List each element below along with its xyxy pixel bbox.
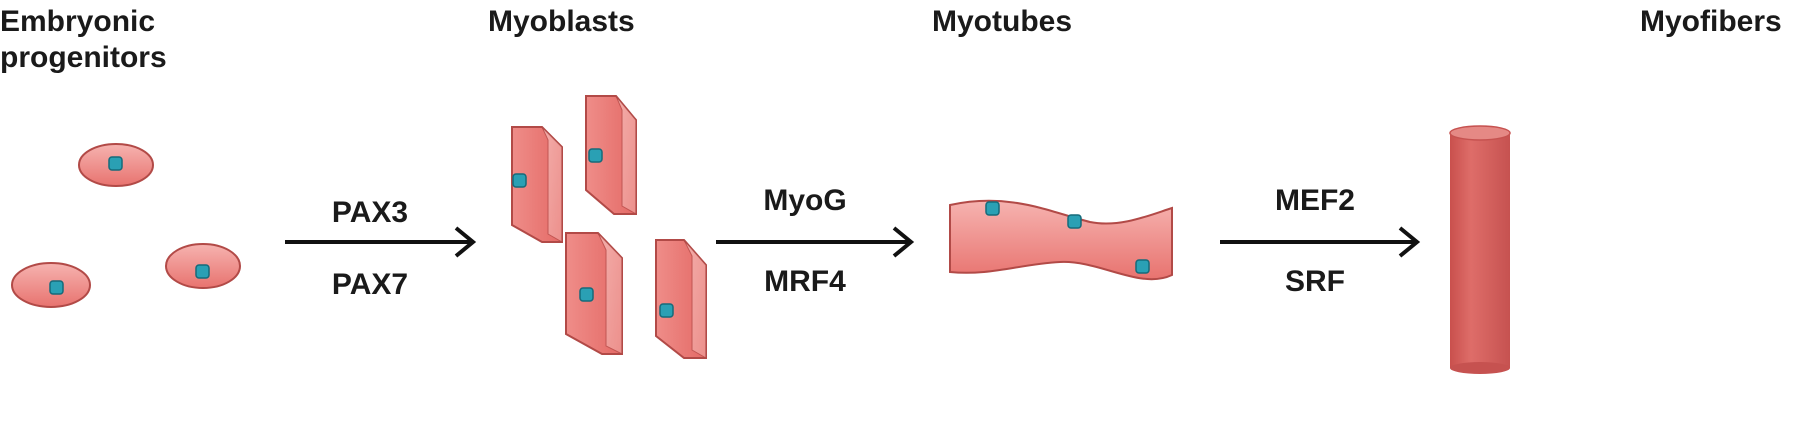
factor-mrf4: MRF4: [764, 265, 846, 298]
stage-label-myotubes: Myotubes: [932, 5, 1073, 38]
nucleus: [108, 156, 123, 171]
progenitor-cell: [11, 262, 91, 308]
factor-pax7: PAX7: [331, 268, 409, 301]
nucleus: [512, 173, 527, 188]
stage-label-progenitors-line1: Embryonic: [0, 5, 156, 38]
stage-label-myoblasts: Myoblasts: [488, 5, 635, 38]
factor-myog: MyoG: [763, 184, 847, 217]
progenitor-cell: [165, 243, 241, 289]
progenitor-cell: [78, 143, 154, 187]
nucleus: [1067, 214, 1082, 229]
nucleus: [579, 287, 594, 302]
myoblast-cell: [511, 126, 563, 243]
arrow-myoblasts-to-myotubes: [716, 226, 915, 258]
nucleus: [1135, 259, 1150, 274]
nucleus: [588, 148, 603, 163]
arrow-myotubes-to-myofibers: [1220, 226, 1421, 258]
stage-label-myofibers: Myofibers: [1640, 5, 1782, 38]
myoblast-cell: [565, 232, 623, 355]
factor-mef2: MEF2: [1274, 184, 1355, 217]
myotube: [949, 199, 1173, 281]
nucleus: [195, 264, 210, 279]
stage-label-progenitors: Embryonic progenitors: [0, 4, 167, 76]
nucleus: [659, 303, 674, 318]
nucleus: [49, 280, 64, 295]
myofiber: [1449, 125, 1511, 374]
myoblast-cell: [585, 95, 637, 215]
myoblast-cell: [655, 239, 707, 359]
stage-label-progenitors-line2: progenitors: [0, 41, 167, 74]
factor-pax3: PAX3: [331, 196, 409, 229]
factor-srf: SRF: [1285, 265, 1345, 298]
nucleus: [985, 201, 1000, 216]
arrow-progenitors-to-myoblasts: [285, 226, 477, 258]
